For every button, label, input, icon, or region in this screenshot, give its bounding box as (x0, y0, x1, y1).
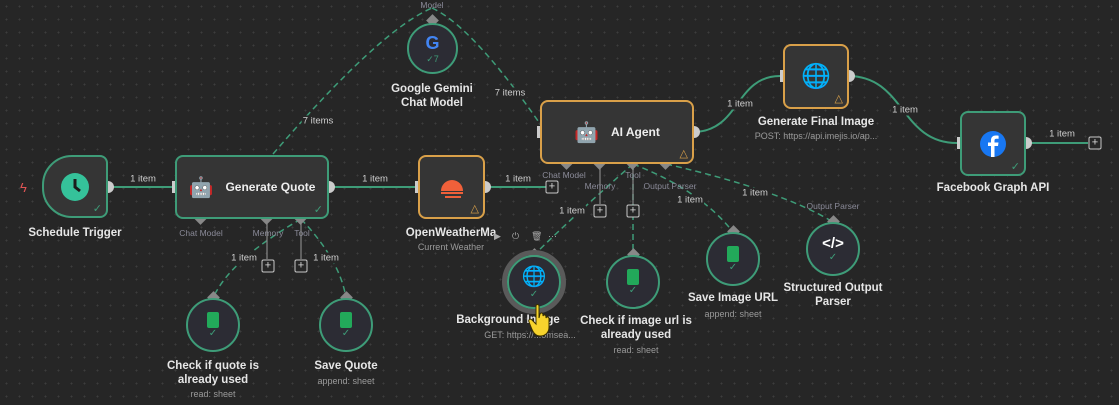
edge-label: 1 item (1048, 128, 1076, 140)
node-openweathermap[interactable]: △ (418, 155, 485, 219)
edge-label: 1 item (726, 98, 754, 110)
node-label: Parser (815, 296, 851, 308)
node-label: already used (600, 329, 672, 341)
trigger-bolt-icon: ϟ (20, 180, 27, 195)
success-check-icon: ✓ (92, 203, 102, 215)
add-node-button[interactable]: + (1088, 136, 1102, 150)
handle-label: Chat Model (542, 170, 586, 180)
sheets-icon (627, 268, 639, 285)
hand-cursor-icon (528, 304, 550, 337)
edge-label: 1 item (129, 173, 157, 185)
edge-label: 7 items (493, 87, 527, 99)
selection-halo (502, 250, 566, 314)
add-memory-button[interactable]: + (593, 204, 607, 218)
google-icon: G (425, 32, 440, 53)
node-label: Generate Quote (225, 180, 316, 194)
warning-icon: △ (834, 93, 843, 105)
node-check-image-url[interactable]: ✓ (606, 255, 660, 309)
play-icon[interactable]: ▶ (494, 231, 501, 241)
handle-label: Tool (294, 228, 310, 238)
trash-icon[interactable]: 🗑 (531, 231, 543, 241)
edge-label: 1 item (891, 104, 919, 116)
node-generate-final-image[interactable]: 🌐 △ (783, 44, 849, 109)
facebook-icon (980, 130, 1006, 157)
node-subtitle: Current Weather (417, 242, 485, 252)
code-icon: </> (822, 235, 844, 252)
node-label: Generate Final Image (757, 116, 875, 128)
node-label: Save Quote (314, 360, 378, 372)
node-label: already used (177, 374, 249, 386)
add-tool-button[interactable]: + (626, 204, 640, 218)
node-background-image[interactable]: 🌐✓ (507, 255, 561, 309)
sheets-icon (207, 311, 219, 328)
node-label: Schedule Trigger (28, 227, 122, 239)
more-icon[interactable]: ··· (548, 231, 557, 241)
robot-icon: 🤖 (574, 121, 599, 144)
handle-label: Chat Model (179, 228, 223, 238)
node-gemini[interactable]: G ✓7 (407, 23, 458, 74)
node-label: Facebook Graph API (936, 182, 1050, 194)
node-label: AI Agent (611, 125, 660, 139)
node-subtitle: read: sheet (613, 345, 659, 355)
node-label: Save Image URL (687, 292, 779, 304)
sheets-icon (340, 311, 352, 328)
node-label: Google Gemini Chat Model (391, 83, 473, 109)
node-subtitle: read: sheet (190, 389, 236, 399)
node-generate-quote[interactable]: 🤖 Generate Quote ✓ (175, 155, 329, 219)
edge-label: 1 item (558, 205, 586, 217)
handle-label: Output Parser (643, 181, 697, 191)
globe-icon: 🌐 (801, 63, 831, 90)
handle-label: Memory (584, 181, 616, 191)
edge-label: 1 item (504, 173, 532, 185)
node-label: Structured Output (783, 282, 883, 294)
weather-icon (440, 180, 463, 198)
node-schedule-trigger[interactable]: ✓ (42, 155, 108, 218)
edge-label: 1 item (741, 187, 769, 199)
node-ai-agent[interactable]: 🤖 AI Agent △ (540, 100, 694, 164)
add-node-button[interactable]: + (545, 180, 559, 194)
node-save-quote[interactable]: ✓ (319, 298, 373, 352)
node-save-image-url[interactable]: ✓ (706, 232, 760, 286)
add-tool-button[interactable]: + (294, 259, 308, 273)
node-label: Check if quote is (166, 360, 260, 372)
handle-label: Tool (625, 170, 641, 180)
add-memory-button[interactable]: + (261, 259, 275, 273)
node-facebook-graph-api[interactable]: ✓ (960, 111, 1026, 176)
warning-icon: △ (470, 203, 479, 215)
edge-label: 1 item (312, 252, 340, 264)
node-check-quote[interactable]: ✓ (186, 298, 240, 352)
robot-icon: 🤖 (188, 176, 214, 199)
warning-icon: △ (679, 148, 688, 160)
clock-icon (61, 172, 89, 201)
node-subtitle: GET: https://...omsea... (484, 330, 576, 340)
sheets-icon (727, 245, 739, 262)
node-label: OpenWeatherMa (405, 227, 497, 239)
node-label: Check if image url is (580, 315, 692, 327)
node-subtitle: append: sheet (317, 376, 375, 386)
success-check-icon: ✓ (313, 204, 323, 216)
node-subtitle: POST: https://api.imejis.io/ap... (754, 131, 878, 141)
handle-label: Model (420, 0, 444, 10)
edge-label: 7 items (301, 115, 335, 127)
power-icon[interactable]: ⏻ (512, 231, 520, 241)
handle-label: Memory (252, 228, 284, 238)
edge-label: 1 item (361, 173, 389, 185)
edge-label: 1 item (230, 252, 258, 264)
handle-label: Output Parser (806, 201, 860, 211)
run-count: 7 (433, 53, 439, 64)
node-subtitle: append: sheet (704, 309, 762, 319)
globe-icon: 🌐 (521, 266, 547, 288)
edge-label: 1 item (676, 194, 704, 206)
success-check-icon: ✓ (1010, 161, 1020, 173)
node-structured-output-parser[interactable]: </>✓ (806, 222, 860, 276)
